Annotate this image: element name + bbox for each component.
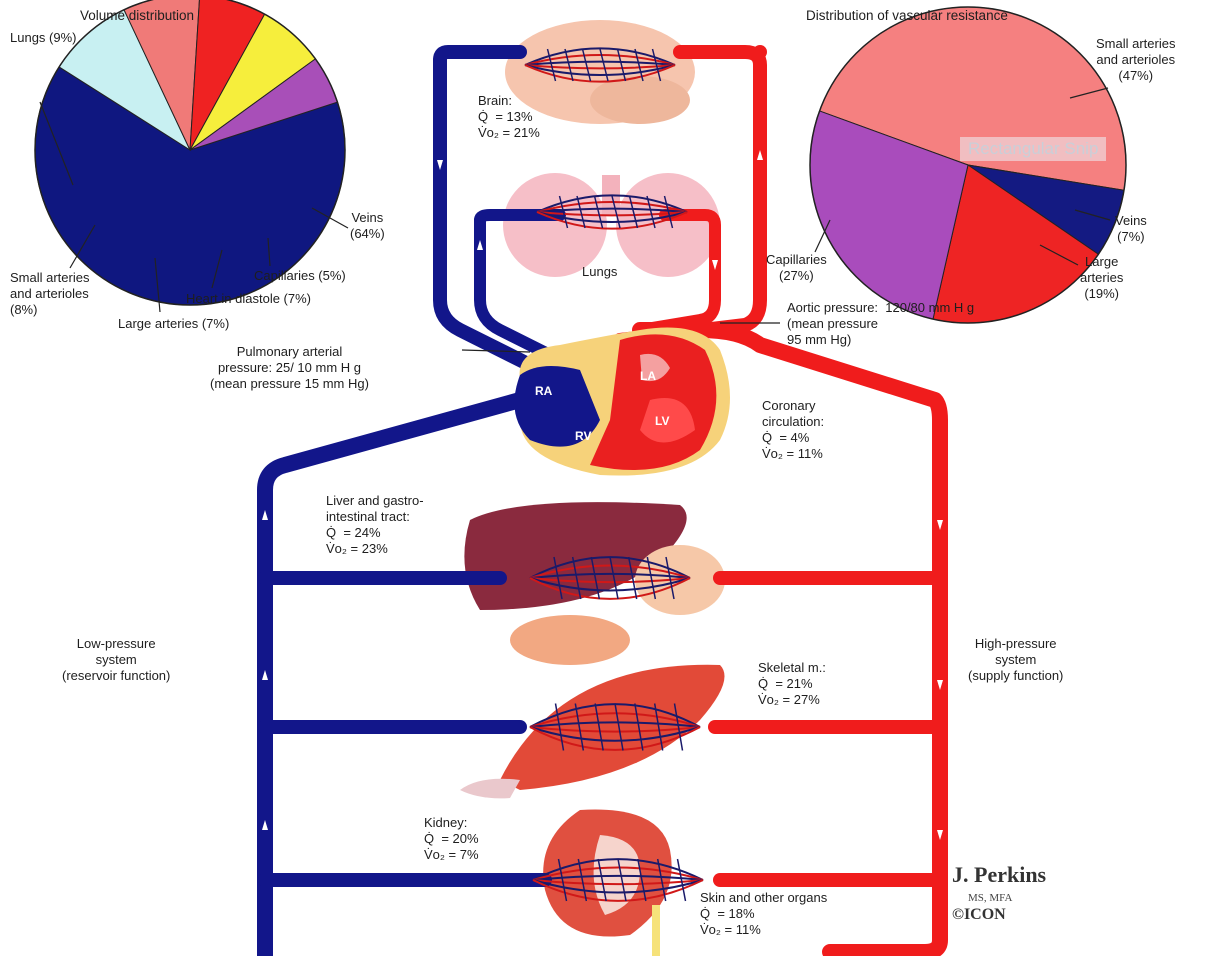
aortic-pressure-label: Aortic pressure: 120/80 mm H g (mean pre… bbox=[787, 300, 974, 348]
snip-watermark: Rectangular Snip bbox=[960, 137, 1106, 161]
pulmonary-pressure-label: Pulmonary arterial pressure: 25/ 10 mm H… bbox=[210, 344, 369, 392]
kidney-label: Kidney: Q̇ = 20% V̇o₂ = 7% bbox=[424, 815, 479, 863]
liver-gi-label: Liver and gastro- intestinal tract: Q̇ =… bbox=[326, 493, 424, 557]
brain-label: Brain: Q̇ = 13% V̇o₂ = 21% bbox=[478, 93, 540, 141]
volume-label-large-arteries: Large arteries (7%) bbox=[118, 316, 229, 332]
lungs-illustration bbox=[503, 173, 720, 277]
resistance-label-veins: Veins (7%) bbox=[1115, 213, 1147, 245]
icon-logo: ©ICON bbox=[952, 906, 1006, 924]
resistance-label-large-arteries: Large arteries (19%) bbox=[1080, 254, 1123, 302]
low-pressure-system-label: Low-pressure system (reservoir function) bbox=[62, 636, 170, 684]
resistance-label-capillaries: Capillaries (27%) bbox=[766, 252, 827, 284]
resistance-label-small-arteries: Small arteries and arterioles (47%) bbox=[1096, 36, 1175, 84]
left-ventricle-label: LV bbox=[655, 414, 669, 428]
volume-label-heart: Heart in diastole (7%) bbox=[186, 291, 311, 307]
right-ventricle-label: RV bbox=[575, 429, 591, 443]
resistance-chart-title: Distribution of vascular resistance bbox=[806, 8, 1008, 24]
volume-pie-chart bbox=[35, 0, 345, 305]
high-pressure-system-label: High-pressure system (supply function) bbox=[968, 636, 1063, 684]
skeletal-muscle-label: Skeletal m.: Q̇ = 21% V̇o₂ = 27% bbox=[758, 660, 826, 708]
volume-label-lungs: Lungs (9%) bbox=[10, 30, 76, 46]
resistance-pie-chart bbox=[810, 7, 1126, 323]
author-signature: J. Perkins bbox=[952, 862, 1046, 888]
volume-label-veins: Veins (64%) bbox=[350, 210, 385, 242]
lungs-label: Lungs bbox=[582, 264, 617, 280]
left-atrium-label: LA bbox=[640, 369, 656, 383]
author-degree: MS, MFA bbox=[968, 892, 1012, 904]
volume-chart-title: Volume distribution bbox=[80, 8, 194, 24]
heart-illustration: RA RV LA LV bbox=[514, 328, 730, 476]
coronary-label: Coronary circulation: Q̇ = 4% V̇o₂ = 11% bbox=[762, 398, 824, 462]
volume-label-capillaries: Capillaries (5%) bbox=[254, 268, 346, 284]
volume-label-small-arteries: Small arteries and arterioles (8%) bbox=[10, 270, 89, 318]
systemic-veins-trunk bbox=[265, 400, 520, 950]
right-atrium-label: RA bbox=[535, 384, 553, 398]
skin-organs-label: Skin and other organs Q̇ = 18% V̇o₂ = 11… bbox=[700, 890, 827, 938]
